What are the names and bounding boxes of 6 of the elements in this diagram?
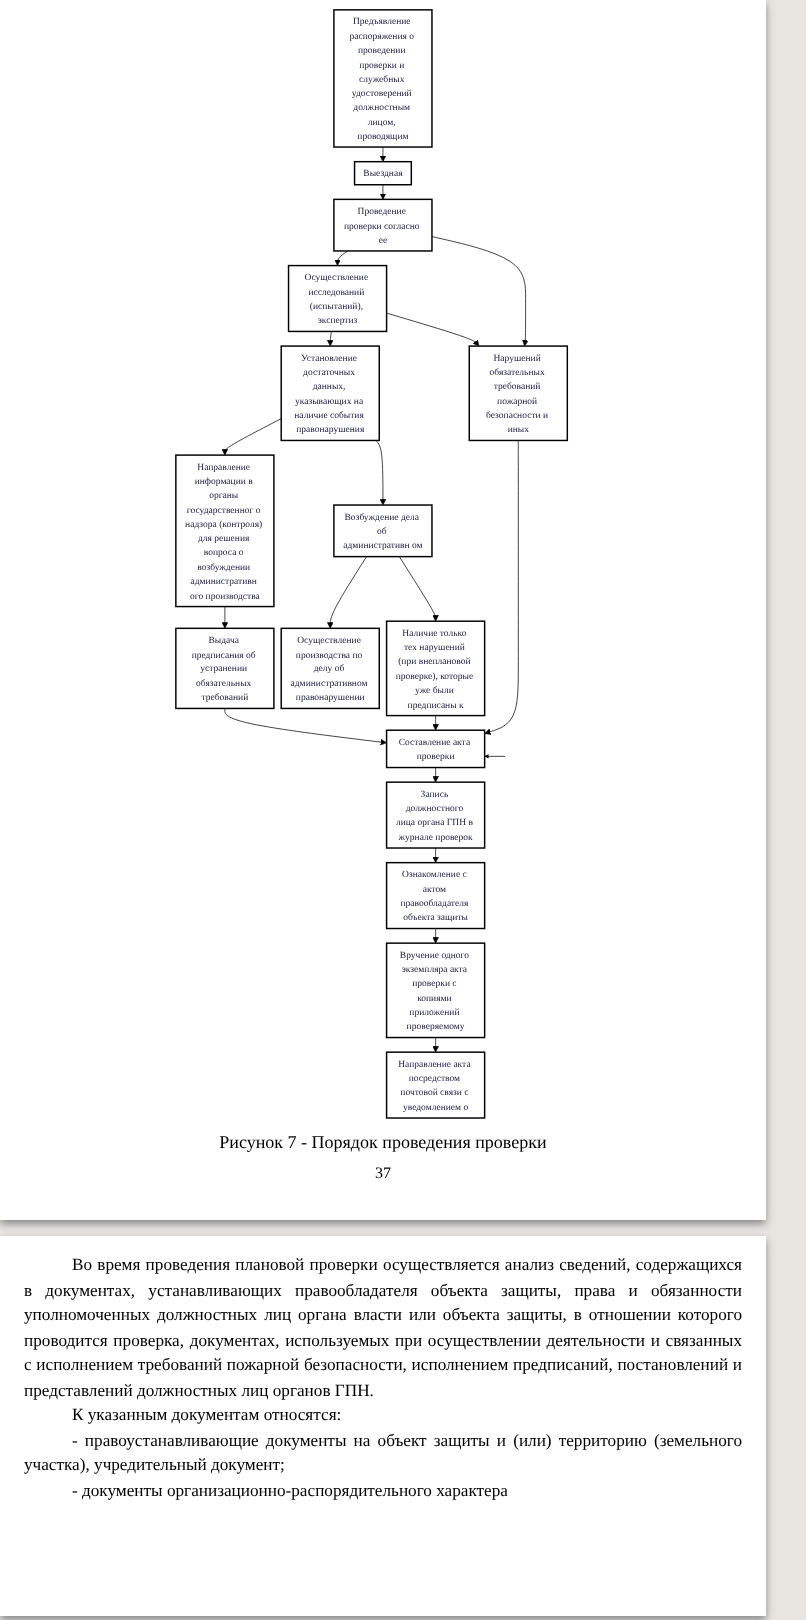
paragraph: - документы организационно-распорядительного характера xyxy=(70,1477,510,1502)
paragraph: Во время проведения плановой проверки осуществляется анализ сведений, содержащихся в документах, устанавливающих правообладателя объекта защиты, права и обязанности уполномоченных должностных лиц органа власти или объекта защиты, в отношении которого проводится проверка, документах, используемых при осуществлении деятельности и связанных с исполнением требований пожарной безопасности, исполнением предписаний, постановлений и представлений должностных лиц органов ГПН. xyxy=(24,1252,742,1402)
page-number: 37 xyxy=(373,1164,393,1182)
figure-caption: Рисунок 7 - Порядок проведения проверки xyxy=(217,1132,549,1152)
paragraph: - правоустанавливающие документы на объект защиты и (или) территорию (земельного участка), учредительный документ; xyxy=(24,1427,742,1477)
paragraph: К указанным документам относятся: xyxy=(70,1402,344,1427)
